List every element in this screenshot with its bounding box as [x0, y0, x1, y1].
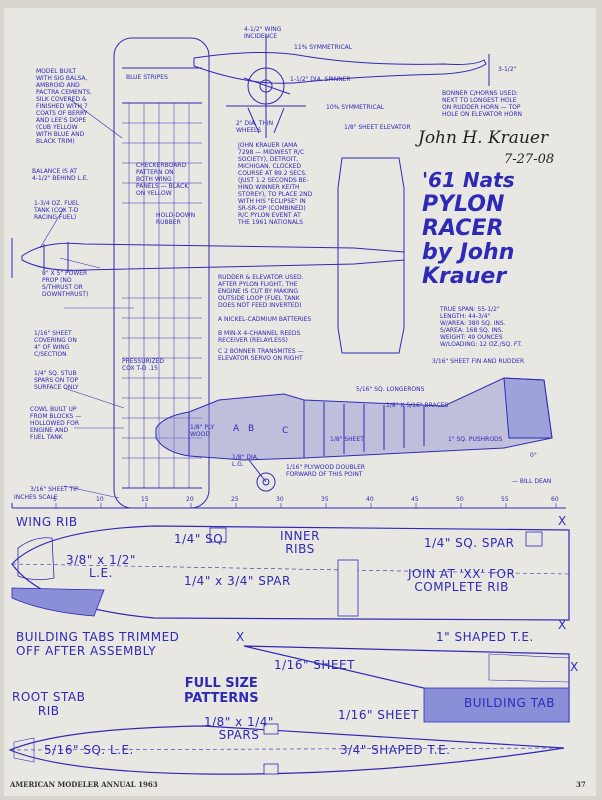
bill-dean-credit: — BILL DEAN — [512, 478, 552, 485]
wing-incidence-label: 4-1/2° WING INCIDENCE — [244, 26, 282, 40]
wheels-label: 2" DIA. THIN WHEELS — [236, 120, 274, 134]
specs-block: TRUE SPAN: 55-1/2" LENGTH: 44-3/4" W/ARE… — [440, 306, 523, 348]
scale-tick-45: 45 — [411, 496, 419, 503]
fuselage-side-view — [155, 377, 553, 461]
wing-front-view — [193, 51, 487, 84]
letter-b: B — [248, 424, 255, 434]
full-size-patterns-title: FULL SIZE PATTERNS — [184, 676, 259, 706]
spinner-label: 1-1/2" DIA. SPINNER — [290, 76, 351, 83]
dim-3-half-label: 3-1/2" — [498, 66, 517, 73]
quarter-sq-label: 1/4" SQ. — [174, 532, 228, 546]
stub-spars-label: 1/4" SQ. STUB SPARS ON TOP SURFACE ONLY — [34, 370, 79, 391]
scale-tick-25: 25 — [231, 496, 239, 503]
scale-tick-55: 55 — [501, 496, 509, 503]
footer-publication: AMERICAN MODELER ANNUAL 1963 — [10, 780, 158, 789]
le-label: 3/8" x 1/2" L.E. — [66, 553, 136, 580]
legend-c: C 2 BONNER TRANSMITES — ELEVATOR SERVO O… — [218, 348, 304, 362]
hold-down-label: HOLD-DOWN RUBBER — [156, 212, 196, 226]
cowl-label: COWL BUILT UP FROM BLOCKS — HOLLOWED FOR… — [30, 406, 82, 441]
sheet-116-b-label: 1/16" SHEET — [338, 708, 419, 722]
model-built-label: MODEL BUILT WITH SIG BALSA, AMBROID AND … — [36, 68, 92, 145]
letter-c: C — [282, 426, 289, 436]
fin-rudder-label: 3/16" SHEET FIN AND RUDDER — [432, 358, 525, 365]
magazine-page: 4-1/2° WING INCIDENCE 11% SYMMETRICAL 3-… — [4, 8, 596, 796]
doubler-label: 1/16" PLYWOOD DOUBLER FORWARD OF THIS PO… — [286, 464, 366, 478]
title-year: '61 Nats — [422, 168, 515, 192]
title-line-3: by John — [422, 240, 515, 265]
main-spar-label: 1/4" x 3/4" SPAR — [184, 574, 291, 588]
signature-date: 7-27-08 — [504, 152, 555, 167]
scale-tick-5: 5 — [53, 496, 57, 503]
balance-label: BALANCE IS AT 4-1/2" BEHIND L.E. — [32, 168, 89, 182]
sheet-18-label: 1/8" SHEET — [330, 436, 364, 443]
pressurized-label: PRESSURIZED COX T-D .15 — [122, 358, 165, 372]
scale-tick-15: 15 — [141, 496, 149, 503]
x-mark-2: X — [558, 618, 567, 632]
fuel-tank-label: 1-3/4 OZ. FUEL TANK (COX T-D RACING FUEL… — [34, 200, 80, 221]
sheet-tip-label: 3/16" SHEET TIP — [30, 486, 79, 493]
plan-drawing — [8, 36, 570, 775]
inches-scale-label: INCHES SCALE — [14, 494, 58, 501]
landing-wheel — [256, 472, 276, 492]
scale-tick-20: 20 — [186, 496, 194, 503]
braces-label: 1/8" x 5/16" BRACES — [386, 402, 449, 409]
scale-tick-50: 50 — [456, 496, 464, 503]
page-number: 37 — [576, 780, 586, 789]
building-tabs-label: BUILDING TABS TRIMMED OFF AFTER ASSEMBLY — [16, 630, 180, 658]
x-mark-4: X — [570, 660, 579, 674]
scale-tick-35: 35 — [321, 496, 329, 503]
shaped-te-2-label: 3/4" SHAPED T.E. — [340, 743, 451, 757]
x-mark-3: X — [236, 630, 245, 644]
sheet-elevator-label: 1/8" SHEET ELEVATOR — [344, 124, 411, 131]
stabilizer-top-view — [337, 157, 405, 354]
ply-wood-label: 1/8" PLY WOOD — [190, 424, 215, 438]
inner-ribs-label: INNER RIBS — [280, 529, 320, 556]
title-line-1: PYLON — [422, 192, 505, 217]
legend-b: B MIN-X 4-CHANNEL REEDS RECEIVER (RELAYL… — [218, 330, 301, 344]
scale-tick-30: 30 — [276, 496, 284, 503]
letter-a: A — [233, 424, 240, 434]
scale-tick-60: 60 — [551, 496, 559, 503]
root-stab-rib-pattern — [8, 725, 565, 775]
wing-rib-label: WING RIB — [16, 515, 78, 529]
building-tab-label: BUILDING TAB — [464, 696, 555, 710]
legend-a: A NICKEL-CADMIUM BATTERIES — [218, 316, 312, 323]
join-label: JOIN AT 'XX' FOR COMPLETE RIB — [408, 567, 516, 594]
symmetrical-10-label: 10% SYMMETRICAL — [326, 104, 385, 111]
rudder-note: RUDDER & ELEVATOR USED. AFTER PYLON FLIG… — [218, 274, 304, 309]
scale-tick-40: 40 — [366, 496, 374, 503]
title-line-2: RACER — [422, 216, 504, 241]
x-mark-1: X — [558, 514, 567, 528]
bonner-label: BONNER C/HORNS USED: NEXT TO LONGEST HOL… — [442, 90, 523, 118]
longerons-label: 5/16" SQ. LONGERONS — [356, 386, 425, 393]
sq-le-label: 5/16" SQ. L.E. — [44, 743, 134, 757]
symmetrical-11-label: 11% SYMMETRICAL — [294, 44, 353, 51]
dia-lg-label: 1/8" DIA. L.G. — [232, 454, 259, 468]
scale-tick-10: 10 — [96, 496, 104, 503]
fuselage-top-view — [21, 242, 405, 271]
pushrods-label: 1" SQ. PUSHRODS — [448, 436, 503, 443]
shaped-te-1-label: 1" SHAPED T.E. — [436, 630, 534, 644]
zero-deg-label: 0° — [530, 452, 537, 459]
sheet-116-a-label: 1/16" SHEET — [274, 658, 355, 672]
blue-stripes-label: BLUE STRIPES — [126, 74, 168, 81]
title-line-4: Krauer — [422, 264, 507, 289]
root-stab-rib-label: ROOT STAB RIB — [12, 690, 86, 718]
quarter-spar-label: 1/4" SQ. SPAR — [424, 536, 515, 550]
power-prop-label: 8" x 5" POWER PROP (NO S/THRUST OR DOWNT… — [42, 270, 89, 298]
checkerboard-label: CHECKERBOARD PATTERN ON BOTH WING PANELS… — [136, 162, 189, 197]
spars-label: 1/8" x 1/4" SPARS — [204, 715, 274, 742]
sheet-covering-label: 1/16" SHEET COVERING ON 4" OF WING C/SEC… — [34, 330, 77, 358]
handwritten-signature: John H. Krauer — [418, 128, 549, 148]
krauer-bio: JOHN KRAUER (AMA 7298 — MIDWEST R/C SOCI… — [238, 142, 313, 226]
